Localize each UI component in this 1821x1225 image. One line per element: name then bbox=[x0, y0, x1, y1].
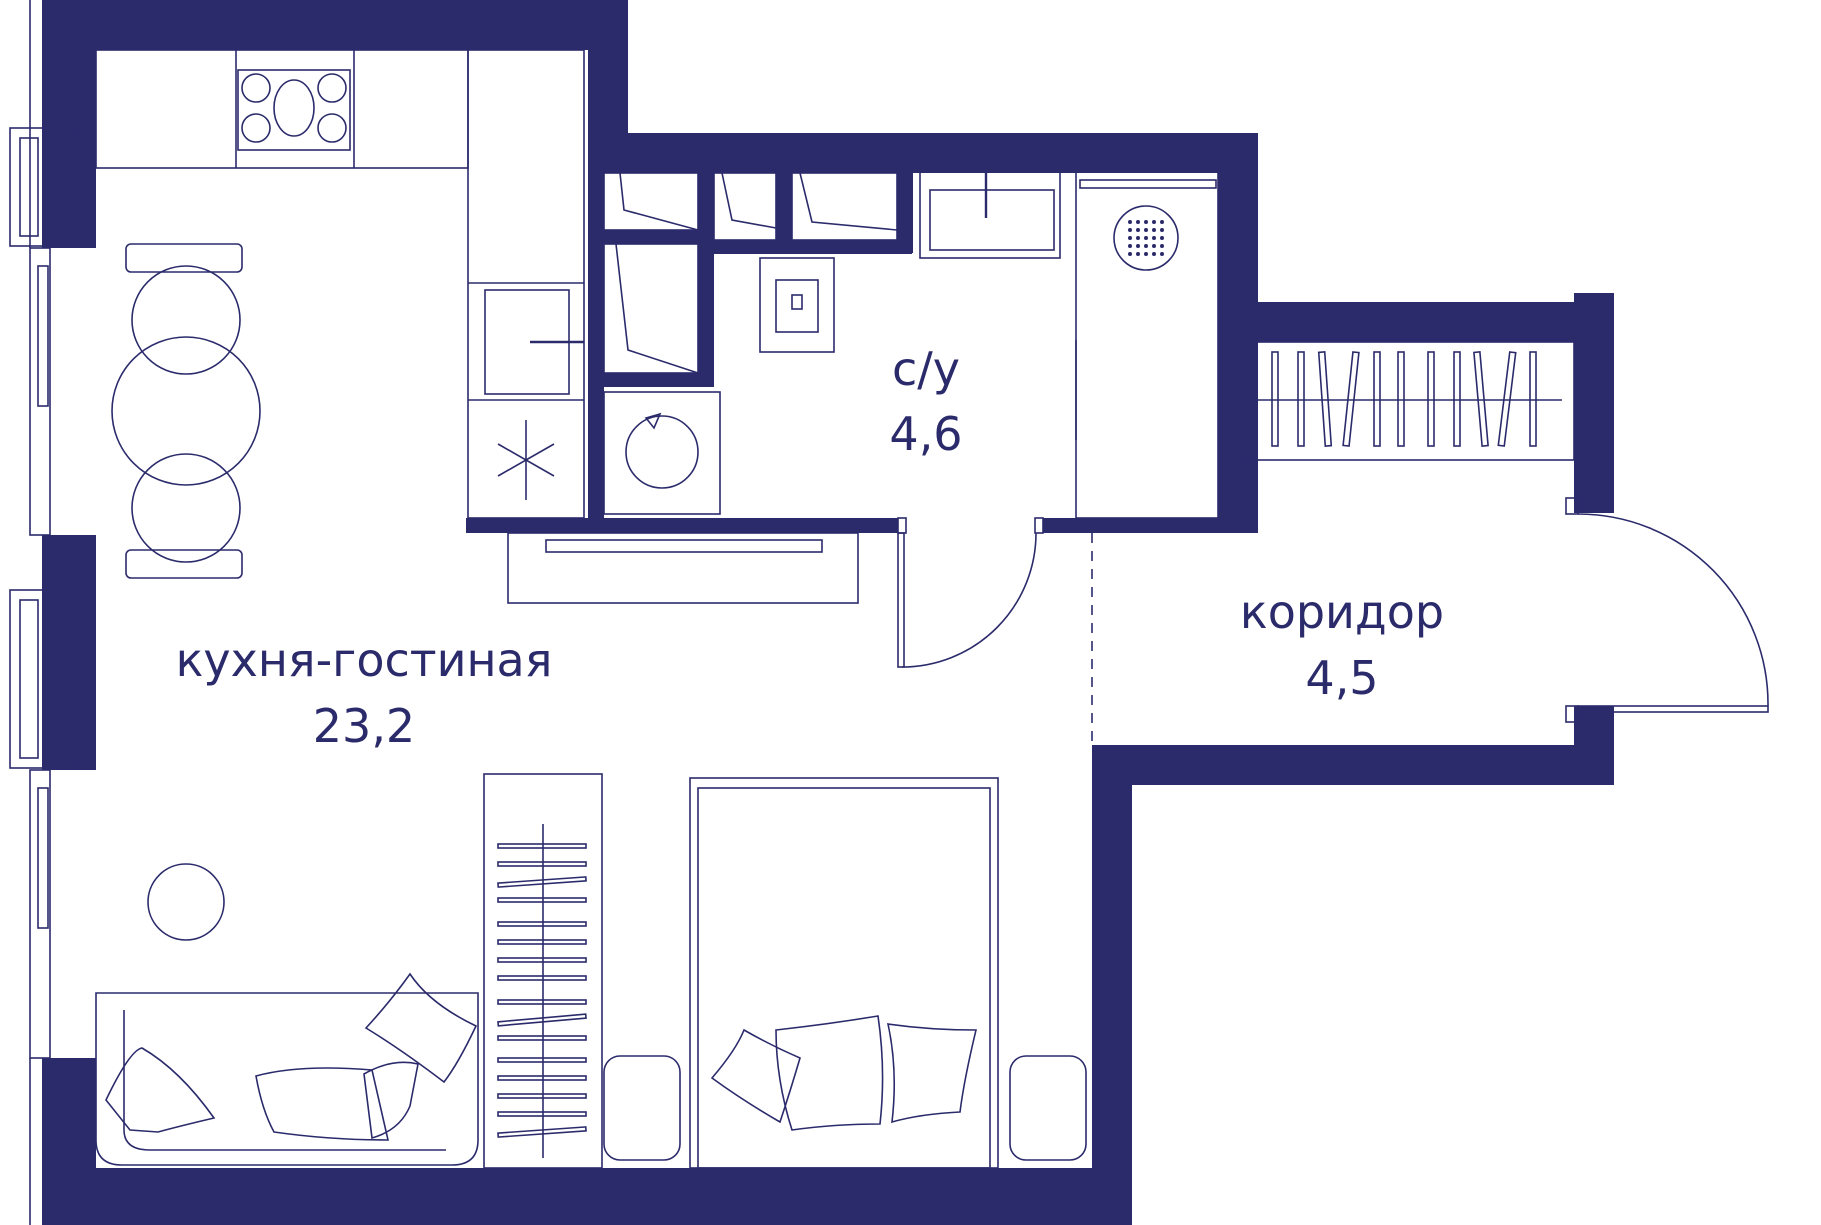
kitchen-counter bbox=[95, 49, 585, 519]
shower-icon bbox=[1075, 171, 1219, 519]
sink-icon bbox=[919, 171, 1061, 259]
door-icon bbox=[897, 517, 1093, 745]
tv-unit bbox=[507, 532, 859, 604]
room-corridor: коридор 4,5 bbox=[1240, 585, 1444, 705]
room-area: 4,5 bbox=[1305, 651, 1378, 705]
room-name: коридор bbox=[1240, 585, 1444, 639]
stove-icon bbox=[237, 69, 351, 151]
window-icon bbox=[9, 0, 81, 1225]
door-icon bbox=[1565, 497, 1769, 723]
room-name: кухня-гостиная bbox=[176, 633, 553, 687]
room-bathroom: с/у 4,6 bbox=[889, 342, 962, 461]
washing-machine-icon bbox=[603, 391, 721, 515]
room-name: с/у bbox=[892, 342, 960, 396]
nightstand bbox=[603, 1055, 681, 1161]
toilet-icon bbox=[759, 257, 835, 353]
side-table bbox=[147, 863, 225, 941]
bathroom-shelves bbox=[603, 172, 898, 374]
dining-table bbox=[111, 243, 261, 579]
room-area: 23,2 bbox=[313, 699, 415, 753]
walls bbox=[42, 0, 1614, 1225]
room-area: 4,6 bbox=[889, 407, 962, 461]
rack-icon bbox=[483, 773, 603, 1169]
sofa-icon bbox=[95, 972, 479, 1166]
bed-icon bbox=[689, 777, 999, 1169]
nightstand bbox=[1009, 1055, 1087, 1161]
sink-icon bbox=[484, 289, 584, 395]
room-kitchen-living: кухня-гостиная 23,2 bbox=[176, 633, 553, 753]
shower-holes bbox=[1128, 220, 1164, 256]
fan-icon bbox=[497, 420, 555, 500]
wardrobe-icon bbox=[1239, 341, 1575, 461]
